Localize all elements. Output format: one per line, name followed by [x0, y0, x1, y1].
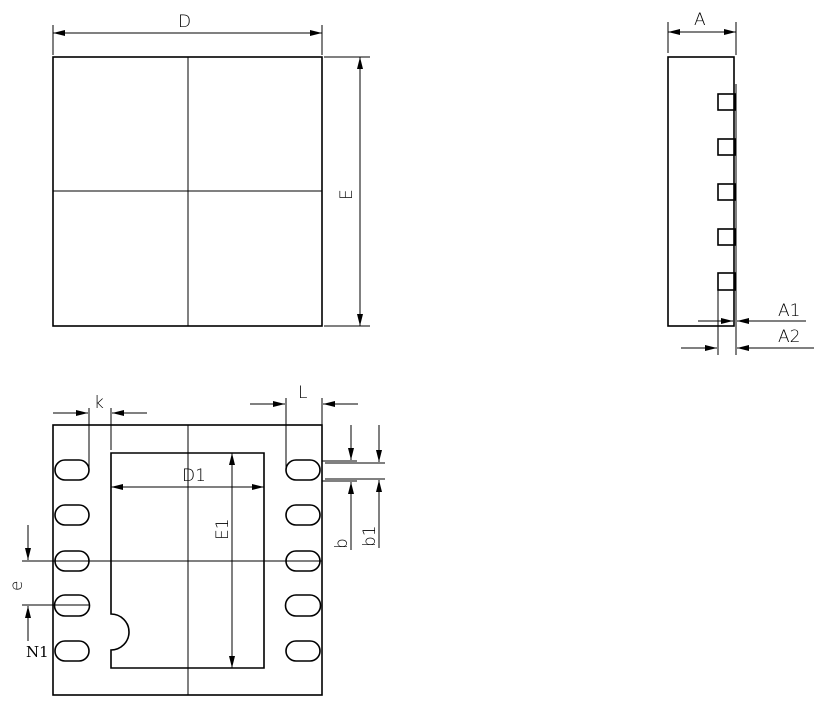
left-pads — [53, 459, 91, 662]
label-A: A — [694, 10, 706, 30]
exposed-pad — [110, 452, 265, 669]
top-view: D E — [52, 12, 370, 327]
label-A1: A1 — [778, 301, 800, 321]
package-body-side — [667, 56, 735, 327]
label-E1: E1 — [213, 518, 233, 540]
label-A2: A2 — [778, 327, 800, 347]
label-b1: b1 — [360, 525, 380, 547]
label-k: k — [94, 393, 104, 413]
label-E: E — [337, 189, 357, 200]
side-view: A A1 A2 — [667, 10, 814, 355]
label-D1: D1 — [182, 466, 206, 486]
label-L: L — [298, 383, 307, 403]
label-D: D — [178, 12, 191, 32]
bottom-view: k L D1 E1 b b1 e N1 — [7, 383, 385, 696]
label-N1: N1 — [26, 643, 49, 661]
label-b: b — [332, 538, 352, 549]
right-pads — [284, 459, 322, 662]
side-leads — [717, 93, 736, 291]
label-e: e — [7, 581, 27, 591]
